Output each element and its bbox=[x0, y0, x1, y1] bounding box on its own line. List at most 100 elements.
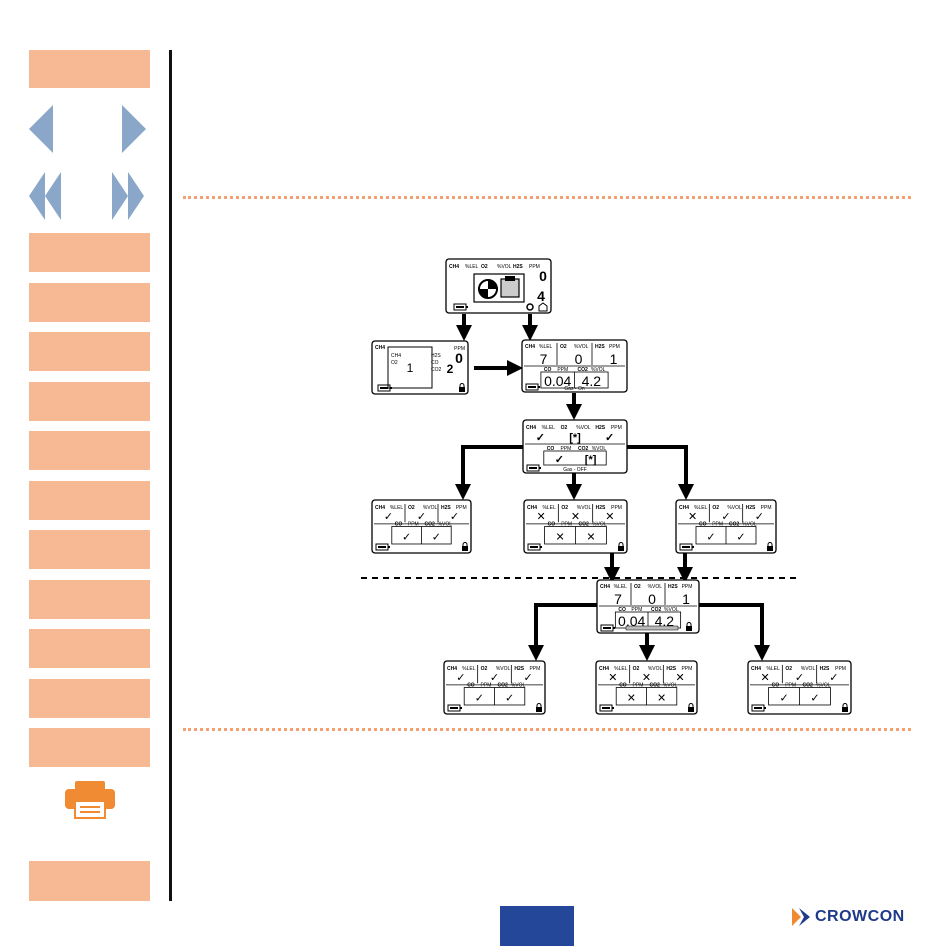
battery-fill bbox=[682, 546, 690, 548]
nav-button-7[interactable] bbox=[29, 481, 150, 520]
channel-label: PPM bbox=[456, 505, 467, 511]
result-mark: ✓ bbox=[721, 511, 730, 523]
status-text: Gas - On bbox=[564, 386, 585, 392]
channel-label: H2S bbox=[746, 505, 756, 511]
progress-bar bbox=[625, 625, 679, 631]
channel-label: %VOL bbox=[816, 683, 831, 689]
channel-label: H2S bbox=[595, 425, 605, 431]
channel-label: CH4 bbox=[375, 505, 385, 511]
nav-button-4[interactable] bbox=[29, 332, 150, 371]
channel-label: PPM bbox=[835, 666, 846, 672]
channel-label: O2 bbox=[481, 666, 488, 672]
reading-value: 0 bbox=[455, 350, 463, 366]
result-mark: ✓ bbox=[605, 432, 614, 444]
channel-label: CH4 bbox=[525, 344, 535, 350]
channel-name: CO2 bbox=[431, 367, 442, 373]
nav-button-2[interactable] bbox=[29, 233, 150, 272]
nav-button-bottom[interactable] bbox=[29, 861, 150, 901]
lock-shackle bbox=[686, 622, 692, 626]
battery-fill bbox=[603, 627, 611, 629]
arrow-right-icon[interactable] bbox=[122, 105, 146, 153]
nav-button-6[interactable] bbox=[29, 431, 150, 470]
channel-label: CH4 bbox=[527, 505, 537, 511]
battery-fill bbox=[602, 707, 610, 709]
nav-button-5[interactable] bbox=[29, 382, 150, 421]
channel-label: %VOL bbox=[801, 666, 816, 672]
channel-label: CO2 bbox=[579, 522, 590, 528]
channel-label: CH4 bbox=[447, 666, 457, 672]
printer-icon[interactable] bbox=[63, 779, 117, 819]
nav-button-3[interactable] bbox=[29, 283, 150, 322]
result-mark: ✓ bbox=[829, 672, 838, 684]
result-mark: ✓ bbox=[450, 511, 459, 523]
channel-label: CO2 bbox=[498, 683, 509, 689]
channel-label: %VOL bbox=[592, 522, 607, 528]
channel-label: O2 bbox=[481, 264, 488, 270]
lock-icon bbox=[459, 387, 465, 392]
result-mark: ✕ bbox=[571, 511, 580, 523]
channel-label: PPM bbox=[631, 607, 642, 613]
battery-fill bbox=[378, 546, 386, 548]
result-mark: ✕ bbox=[627, 692, 636, 704]
channel-label: %LEL bbox=[542, 505, 556, 511]
arrow-left-icon[interactable] bbox=[29, 105, 53, 153]
result-mark: ✓ bbox=[402, 531, 411, 543]
channel-label: CH4 bbox=[526, 425, 536, 431]
nav-arrows bbox=[29, 105, 146, 220]
status-text: Gas - OFF bbox=[563, 467, 587, 473]
channel-label: O2 bbox=[561, 505, 568, 511]
lock-icon bbox=[536, 707, 542, 712]
reading-value: 4 bbox=[537, 288, 545, 304]
result-mark: ✓ bbox=[475, 692, 484, 704]
channel-label: CO2 bbox=[650, 683, 661, 689]
result-mark: ✕ bbox=[688, 511, 697, 523]
channel-label: CO2 bbox=[803, 683, 814, 689]
channel-label: O2 bbox=[560, 344, 567, 350]
screen-frame bbox=[596, 579, 700, 634]
channel-label: O2 bbox=[633, 666, 640, 672]
reading-value: 7 bbox=[614, 591, 622, 607]
nav-button-10[interactable] bbox=[29, 629, 150, 668]
channel-label: H2S bbox=[513, 264, 523, 270]
channel-label: PPM bbox=[529, 666, 540, 672]
battery-fill bbox=[450, 707, 458, 709]
channel-label: %LEL bbox=[539, 344, 553, 350]
channel-label: CH4 bbox=[599, 666, 609, 672]
channel-label: H2S bbox=[820, 666, 830, 672]
channel-label: PPM bbox=[761, 505, 772, 511]
nav-button-1[interactable] bbox=[29, 50, 150, 88]
channel-label: %VOL bbox=[648, 666, 663, 672]
double-arrow-left-icon[interactable] bbox=[29, 172, 61, 220]
result-mark: ✓ bbox=[706, 531, 715, 543]
crowcon-logo-mark bbox=[792, 908, 810, 926]
home-icon bbox=[538, 302, 548, 312]
channel-label: %LEL bbox=[614, 584, 628, 590]
channel-label: CO bbox=[548, 522, 556, 528]
channel-name: O2 bbox=[391, 360, 398, 366]
channel-label: CH4 bbox=[751, 666, 761, 672]
channel-label: PPM bbox=[454, 346, 465, 352]
result-mark: ✓ bbox=[384, 511, 393, 523]
double-arrow-right-icon[interactable] bbox=[112, 172, 144, 220]
result-mark: ✕ bbox=[657, 692, 666, 704]
reading-value: 0.04 bbox=[544, 373, 571, 389]
result-mark: ✓ bbox=[779, 692, 788, 704]
reading-value: 1 bbox=[682, 591, 690, 607]
nav-button-11[interactable] bbox=[29, 679, 150, 718]
nav-button-9[interactable] bbox=[29, 580, 150, 619]
channel-label: PPM bbox=[712, 522, 723, 528]
nav-button-8[interactable] bbox=[29, 530, 150, 569]
nav-button-12[interactable] bbox=[29, 728, 150, 767]
channel-label: %VOL bbox=[663, 683, 678, 689]
result-mark: ✓ bbox=[755, 511, 764, 523]
cylinder-cap bbox=[505, 276, 515, 281]
battery-fill bbox=[754, 707, 762, 709]
page-number-box[interactable] bbox=[500, 906, 574, 946]
